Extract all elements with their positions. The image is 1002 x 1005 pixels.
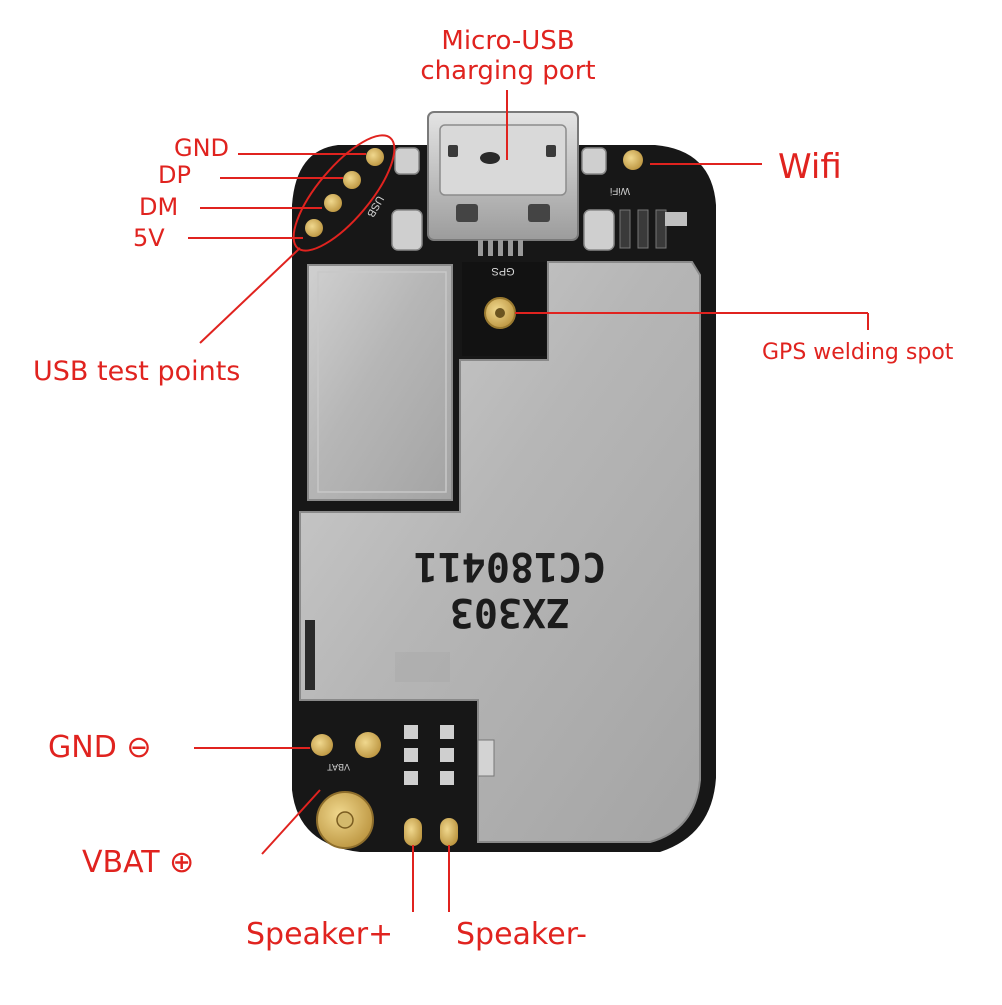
usb-port-label-line1: Micro-USB	[441, 26, 575, 56]
vbat-label: VBAT ⊕	[82, 845, 195, 880]
usb-test-points-highlight	[292, 134, 396, 252]
gnd-bottom-label: GND ⊖	[48, 730, 152, 765]
usb-port-label-line2: charging port	[420, 56, 596, 86]
usb-test-pads	[305, 148, 384, 237]
wifi-pad	[623, 150, 643, 170]
callout-lines	[188, 90, 869, 912]
micro-usb-connector	[391, 111, 615, 256]
shield-marking-line1: ZX303	[450, 589, 570, 635]
shield-marking-line2: CC180411	[414, 543, 607, 589]
vbat-leader	[261, 789, 321, 855]
dp-label: DP	[158, 161, 191, 189]
v5-label: 5V	[133, 224, 165, 252]
speaker-plus-pad	[404, 818, 422, 846]
wifi-label: Wifi	[778, 147, 842, 187]
shield-top-left	[307, 264, 453, 501]
usb-test-points-label: USB test points	[33, 356, 241, 387]
dm-label: DM	[139, 193, 179, 221]
speaker-minus-label: Speaker-	[456, 917, 587, 952]
usb-port-label: Micro-USB charging port	[408, 26, 608, 86]
vbat-pad-small	[355, 732, 381, 758]
speaker-minus-pad	[440, 818, 458, 846]
usb-test-points-leader	[199, 247, 301, 344]
shield-marking: ZX303 CC180411	[414, 543, 607, 635]
gps-silk-label: GPS	[491, 265, 514, 277]
wifi-silk-label: WiFi	[610, 185, 630, 196]
speaker-plus-label: Speaker+	[246, 917, 394, 952]
gnd-top-label: GND	[174, 134, 230, 162]
gnd-pad	[311, 734, 333, 756]
vbat-silk-label: VBAT	[327, 762, 350, 772]
shield-main	[299, 261, 701, 843]
gps-welding-spot-label: GPS welding spot	[762, 340, 954, 365]
